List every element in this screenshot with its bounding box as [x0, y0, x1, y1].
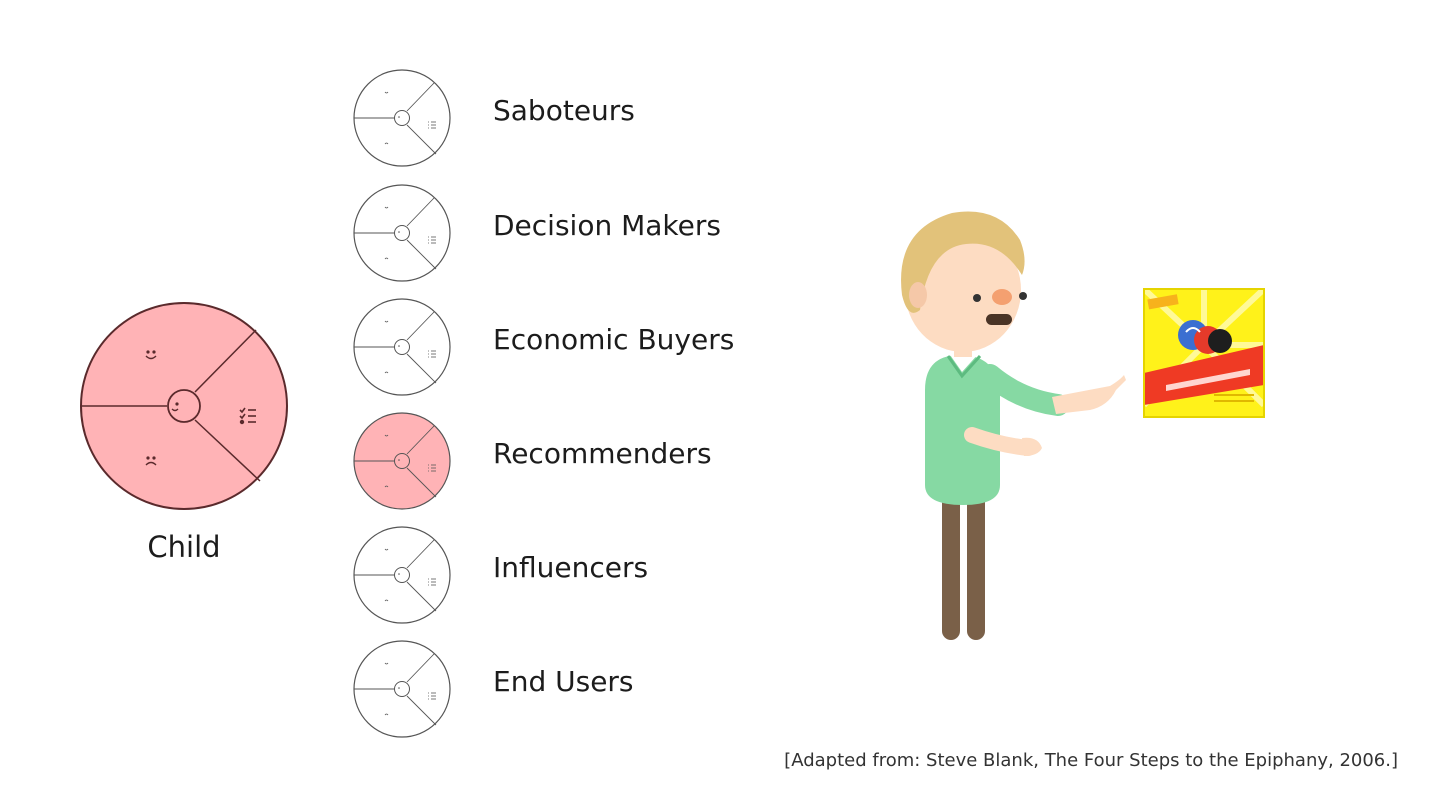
- child-persona-wheel-icon: [80, 302, 288, 510]
- wheel-divider-lower: [194, 419, 261, 482]
- left-leg: [942, 492, 960, 640]
- pointing-arm: [979, 364, 1069, 416]
- frown-icon: [145, 456, 157, 466]
- cereal-box-illustration: [1141, 286, 1267, 418]
- persona-wheel-icon: [353, 184, 451, 282]
- head-icon: [167, 389, 201, 423]
- persona-wheel-icon: [353, 298, 451, 396]
- hair: [901, 211, 1025, 313]
- persona-wheel-icon: [353, 412, 451, 510]
- role-label: Economic Buyers: [493, 323, 735, 356]
- role-label: Influencers: [493, 551, 649, 584]
- person-illustration: [901, 211, 1126, 640]
- persona-wheel-icon: [353, 640, 451, 738]
- right-leg: [967, 492, 985, 640]
- persona-wheel-icon: [353, 69, 451, 167]
- lower-arm: [964, 427, 1036, 456]
- smile-icon: [145, 350, 157, 360]
- role-label: Recommenders: [493, 437, 712, 470]
- mustache: [986, 314, 1012, 325]
- eye-left: [973, 294, 981, 302]
- role-label: Decision Makers: [493, 209, 721, 242]
- role-label: End Users: [493, 665, 634, 698]
- ear: [909, 282, 927, 308]
- role-label: Saboteurs: [493, 94, 635, 127]
- nose: [992, 289, 1012, 305]
- eye-right: [1019, 292, 1027, 300]
- persona-wheel-icon: [353, 526, 451, 624]
- wheel-divider-upper: [194, 329, 257, 393]
- citation: [Adapted from: Steve Blank, The Four Ste…: [784, 750, 1398, 771]
- shirt: [925, 355, 1000, 505]
- child-label: Child: [147, 530, 221, 564]
- checklist-icon: [239, 407, 256, 425]
